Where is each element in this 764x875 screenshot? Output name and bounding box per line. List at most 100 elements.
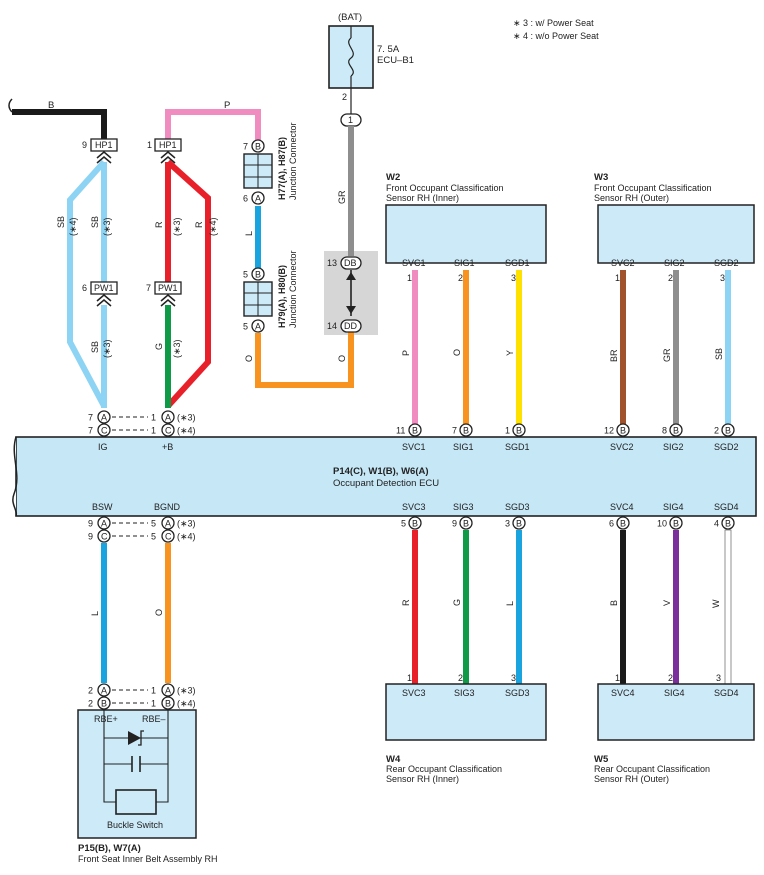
ecu-sig1-pin: 7 [452, 426, 457, 436]
ecu-pin-sgd3: SGD3 [505, 502, 530, 512]
w5-id: W5 [594, 754, 609, 765]
w4-pin-3: 3 [511, 673, 516, 683]
ecu-b-c-terminal [161, 423, 175, 437]
buckle-switch-label: Buckle Switch [107, 820, 163, 830]
jc1-pin-b [251, 139, 265, 153]
w2-term-sgd1: SGD1 [505, 258, 530, 268]
buckle-r-b-letter: B [165, 699, 171, 709]
ecu-b-note3: (∗3) [177, 413, 196, 423]
w5-name-line1: Rear Occupant Classification [594, 764, 710, 774]
jc2-pin-b-number: 5 [243, 270, 248, 280]
ecu-sgd3-letter: B [516, 519, 522, 529]
buckle-name: Front Seat Inner Belt Assembly RH [78, 854, 218, 864]
w3-term-sig2: SIG2 [664, 258, 685, 268]
ground-break-icon [8, 98, 13, 113]
ecu-sgd4-pin: 4 [714, 519, 719, 529]
zener-diode-icon [128, 731, 141, 745]
ecu-bgnd-c-letter: C [165, 532, 172, 542]
jc2-pin-b-letter: B [255, 270, 261, 280]
w3-name-line2: Sensor RH (Outer) [594, 193, 669, 203]
ecu-pin-svc4: SVC4 [610, 502, 634, 512]
ecu-subtitle: Occupant Detection ECU [333, 478, 439, 489]
pw1-right-chevron-icon [160, 294, 176, 307]
jc2-pin-b [251, 267, 265, 281]
ecu-pin-sgd1: SGD1 [505, 442, 530, 452]
buckle-l-b-pin: 2 [88, 699, 93, 709]
ecu-pin-sig1: SIG1 [453, 442, 474, 452]
ecu-sig2-letter: B [673, 426, 679, 436]
w2-pin-1: 1 [407, 273, 412, 283]
fuse-element-icon [348, 37, 354, 77]
w5-sensor-box [597, 683, 755, 741]
hp1-right-connector [154, 138, 182, 152]
buckle-note3: (∗3) [177, 686, 196, 696]
ecu-ig-a-pin: 7 [88, 413, 93, 423]
hp1-right-pin: 1 [147, 140, 152, 150]
pw1-left-pin: 6 [82, 283, 87, 293]
note-3-sb: (∗3) [102, 217, 112, 236]
hp1-left-label: HP1 [95, 140, 113, 150]
ecu-svc3-letter: B [412, 519, 418, 529]
ecu-pin-sgd2: SGD2 [714, 442, 739, 452]
ecu-pin-sig4: SIG4 [663, 502, 684, 512]
note-power-seat: ∗ 3 : w/ Power Seat [513, 18, 594, 28]
wire-r1-label: R [154, 221, 164, 228]
ecu-svc1-pin: 11 [396, 426, 405, 436]
ecu-ig-c-terminal [97, 423, 111, 437]
wire-sgd3-label: L [505, 601, 515, 606]
hp1-right-label: HP1 [159, 140, 177, 150]
jc2-pin-a-number: 5 [243, 322, 248, 332]
ecu-bsw-a-letter: A [101, 519, 107, 529]
ecu-sig4-pin: 10 [657, 519, 667, 529]
ecu-bgnd-a-letter: A [165, 519, 171, 529]
buckle-r-b-pin: 1 [151, 699, 156, 709]
ecu-bsw-a-pin: 9 [88, 519, 93, 529]
ecu-b-c-pin: 1 [151, 426, 156, 436]
buckle-l-a-pin: 2 [88, 686, 93, 696]
pw1-left-label: PW1 [94, 283, 114, 293]
hp1-right-chevron-icon [160, 151, 176, 164]
jc1-pin-b-number: 7 [243, 142, 248, 152]
wire-svc2-label: BR [609, 349, 619, 362]
ecu-bsw-c-terminal [97, 529, 111, 543]
ecu-bsw-a-terminal [97, 516, 111, 530]
ecu-sgd2-letter: B [725, 426, 731, 436]
wire-r2-label: R [194, 221, 204, 228]
ecu-svc3-pin: 5 [401, 519, 406, 529]
fuse-pin: 2 [342, 92, 347, 102]
buckle-assembly-box [77, 709, 197, 839]
ecu-bgnd-a-pin: 5 [151, 519, 156, 529]
w3-pin-2: 2 [668, 273, 673, 283]
buckle-r-b-terminal [161, 696, 175, 710]
ecu-svc2-letter: B [620, 426, 626, 436]
jc2-name: Junction Connector [288, 250, 298, 328]
buckle-id: P15(B), W7(A) [78, 843, 141, 854]
ecu-svc4-terminal [616, 516, 630, 530]
ecu-sig4-terminal [669, 516, 683, 530]
ecu-sgd1-pin: 1 [505, 426, 510, 436]
w3-id: W3 [594, 172, 608, 183]
ecu-bgnd-note3: (∗3) [177, 519, 196, 529]
wire-sgd2-label: SB [714, 348, 724, 360]
fuse-rating: 7. 5A [377, 44, 400, 55]
pw1-right-label: PW1 [158, 283, 178, 293]
ecu-b-a-letter: A [165, 413, 171, 423]
note-no-power-seat: ∗ 4 : w/o Power Seat [513, 31, 599, 41]
ecu-box [15, 436, 757, 517]
ecu-sig1-terminal [459, 423, 473, 437]
ecu-sig3-pin: 9 [452, 519, 457, 529]
w2-sensor-box [385, 204, 547, 264]
w4-term-sig3: SIG3 [454, 688, 475, 698]
w4-name-line2: Sensor RH (Inner) [386, 774, 459, 784]
ecu-bsw-c-letter: C [101, 532, 108, 542]
buckle-l-a-letter: A [101, 686, 107, 696]
wire-sig3-label: G [452, 599, 462, 606]
wire-p-label: P [224, 100, 230, 111]
buckle-l-b-letter: B [101, 699, 107, 709]
ecu-sgd1-letter: B [516, 426, 522, 436]
ecu-sig1-letter: B [463, 426, 469, 436]
w2-name-line2: Sensor RH (Inner) [386, 193, 459, 203]
db-pin: 13 [327, 258, 337, 268]
wire-sgd4-label: W [711, 599, 721, 608]
w3-pin-3: 3 [720, 273, 725, 283]
